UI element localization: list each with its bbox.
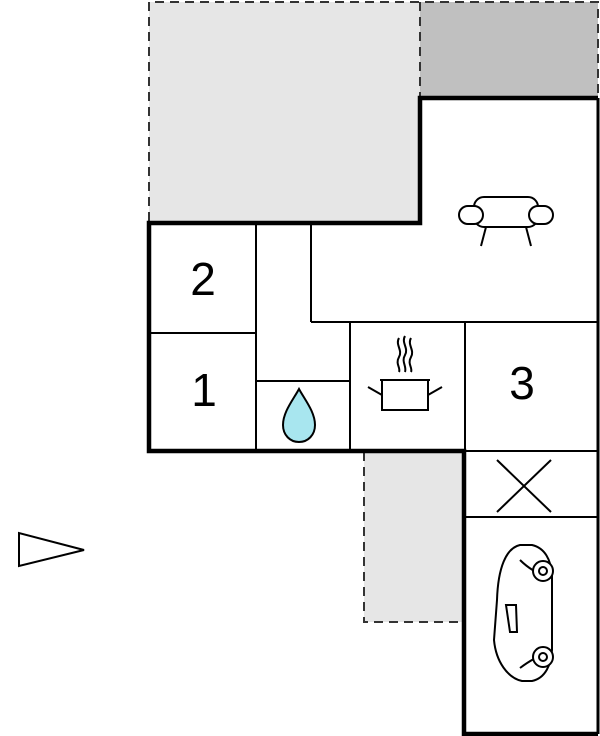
water-drop-icon [281, 386, 317, 444]
exterior-walls [146, 95, 600, 736]
room-number-2: 2 [190, 253, 216, 305]
patio-bottom [364, 452, 464, 622]
cross-icon [496, 459, 552, 513]
interior-walls [149, 223, 598, 518]
patio-dashed-border [363, 452, 464, 623]
room-number-1: 1 [191, 364, 217, 416]
cooking-pot-icon [367, 335, 443, 411]
terrace-left [149, 2, 420, 221]
car-icon [492, 544, 554, 682]
sofa-icon [458, 196, 554, 247]
outdoor-areas [148, 1, 599, 623]
room-number-3: 3 [509, 357, 535, 409]
terrace-dashed-border [148, 1, 599, 221]
terrace-right [420, 2, 598, 98]
north-arrow-icon [18, 531, 85, 568]
